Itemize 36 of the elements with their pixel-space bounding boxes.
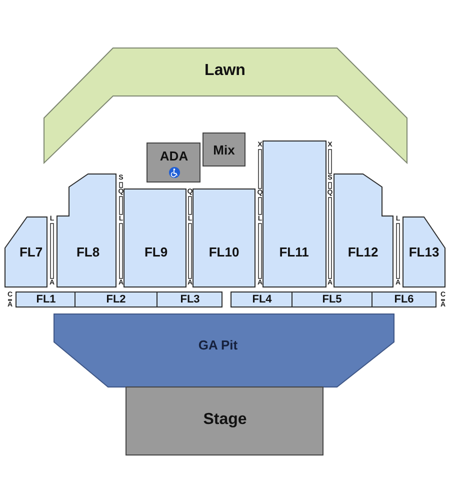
section-label: FL12 xyxy=(348,246,378,258)
mix-booth xyxy=(203,133,245,166)
seating-section xyxy=(334,174,393,287)
accessible-seating-area xyxy=(147,143,200,182)
section-label: FL5 xyxy=(322,294,342,306)
section-label: FL6 xyxy=(394,294,414,306)
section-label: FL11 xyxy=(279,246,309,258)
section-label: FL7 xyxy=(19,246,43,258)
seating-section xyxy=(16,292,75,307)
pit-section xyxy=(54,314,394,387)
lawn-section xyxy=(44,48,407,163)
section-label: FL2 xyxy=(106,294,126,306)
seating-section xyxy=(5,217,47,287)
seating-section xyxy=(231,292,292,307)
section-label: FL4 xyxy=(252,294,272,306)
seating-section xyxy=(57,174,116,287)
section-label: Mix xyxy=(213,144,235,156)
section-label: FL9 xyxy=(144,246,168,258)
seating-section xyxy=(403,217,445,287)
section-label: ADA xyxy=(160,150,188,162)
seating-section xyxy=(263,141,326,287)
seating-section xyxy=(75,292,157,307)
section-label: FL13 xyxy=(408,246,440,258)
seating-section xyxy=(372,292,436,307)
seating-section xyxy=(124,189,186,287)
section-label: Stage xyxy=(203,412,247,428)
section-label: FL3 xyxy=(180,294,200,306)
section-label: GA Pit xyxy=(198,338,238,352)
section-label: FL8 xyxy=(76,246,100,258)
section-label: Lawn xyxy=(204,63,246,79)
seating-section xyxy=(193,189,255,287)
section-label: FL10 xyxy=(208,246,240,258)
seating-section xyxy=(292,292,372,307)
stage xyxy=(126,387,323,455)
seating-section xyxy=(157,292,222,307)
section-label: FL1 xyxy=(36,294,56,306)
